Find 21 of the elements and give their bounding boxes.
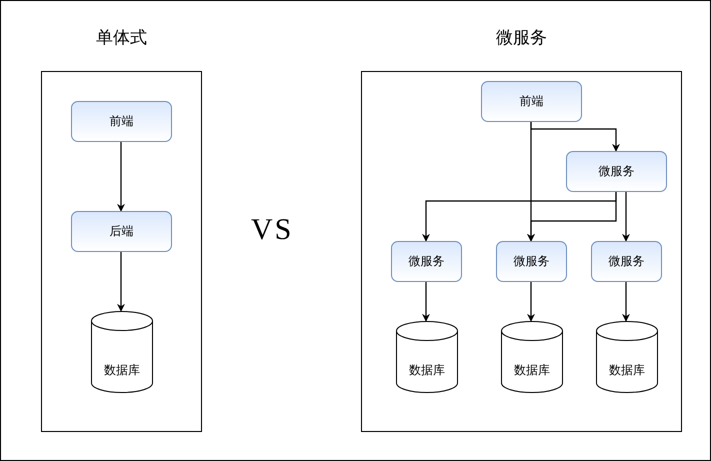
process-box: 微服务 [591, 241, 662, 282]
panel-title: 单体式 [95, 27, 148, 49]
arrow [117, 142, 125, 212]
arrow [622, 192, 630, 242]
panel-title: 微服务 [495, 27, 548, 49]
process-box: 微服务 [391, 241, 462, 282]
arrow [527, 282, 535, 322]
process-box: 后端 [71, 211, 172, 252]
process-box: 前端 [71, 101, 172, 142]
arrow [422, 282, 430, 322]
process-box: 前端 [481, 81, 582, 122]
process-box: 微服务 [566, 151, 667, 192]
arrow [622, 282, 630, 322]
arrow [527, 192, 617, 242]
node-label: 数据库 [513, 362, 551, 379]
comparison-label: VS [251, 213, 294, 247]
arrow [117, 252, 125, 312]
node-label: 数据库 [608, 362, 646, 379]
process-box: 微服务 [496, 241, 567, 282]
node-label: 数据库 [103, 362, 141, 379]
node-label: 数据库 [408, 362, 446, 379]
